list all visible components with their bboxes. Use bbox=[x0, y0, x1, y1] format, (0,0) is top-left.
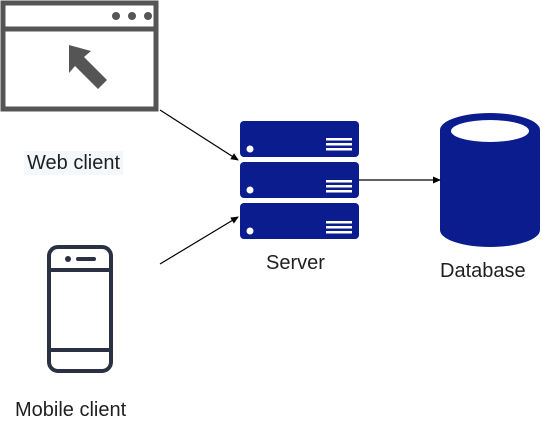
speaker-slot-icon bbox=[76, 257, 96, 261]
mobile-client-label: Mobile client bbox=[15, 399, 127, 421]
smartphone-icon bbox=[47, 245, 113, 373]
server-rack-icon bbox=[240, 121, 359, 239]
cursor-arrow-icon bbox=[69, 45, 107, 89]
camera-dot-icon bbox=[65, 256, 71, 262]
edge-web-to-server bbox=[159, 109, 239, 161]
browser-window-icon bbox=[0, 0, 159, 112]
database-cylinder-icon bbox=[440, 113, 540, 247]
server-label: Server bbox=[266, 252, 325, 274]
server-unit bbox=[240, 162, 359, 198]
database-label: Database bbox=[440, 260, 526, 282]
window-control-dot-icon bbox=[128, 12, 136, 20]
edge-mobile-to-server bbox=[159, 216, 239, 265]
window-control-dot-icon bbox=[144, 12, 152, 20]
server-unit bbox=[240, 121, 359, 157]
server-unit bbox=[240, 203, 359, 239]
window-control-dot-icon bbox=[112, 12, 120, 20]
web-client-label: Web client bbox=[24, 151, 124, 175]
